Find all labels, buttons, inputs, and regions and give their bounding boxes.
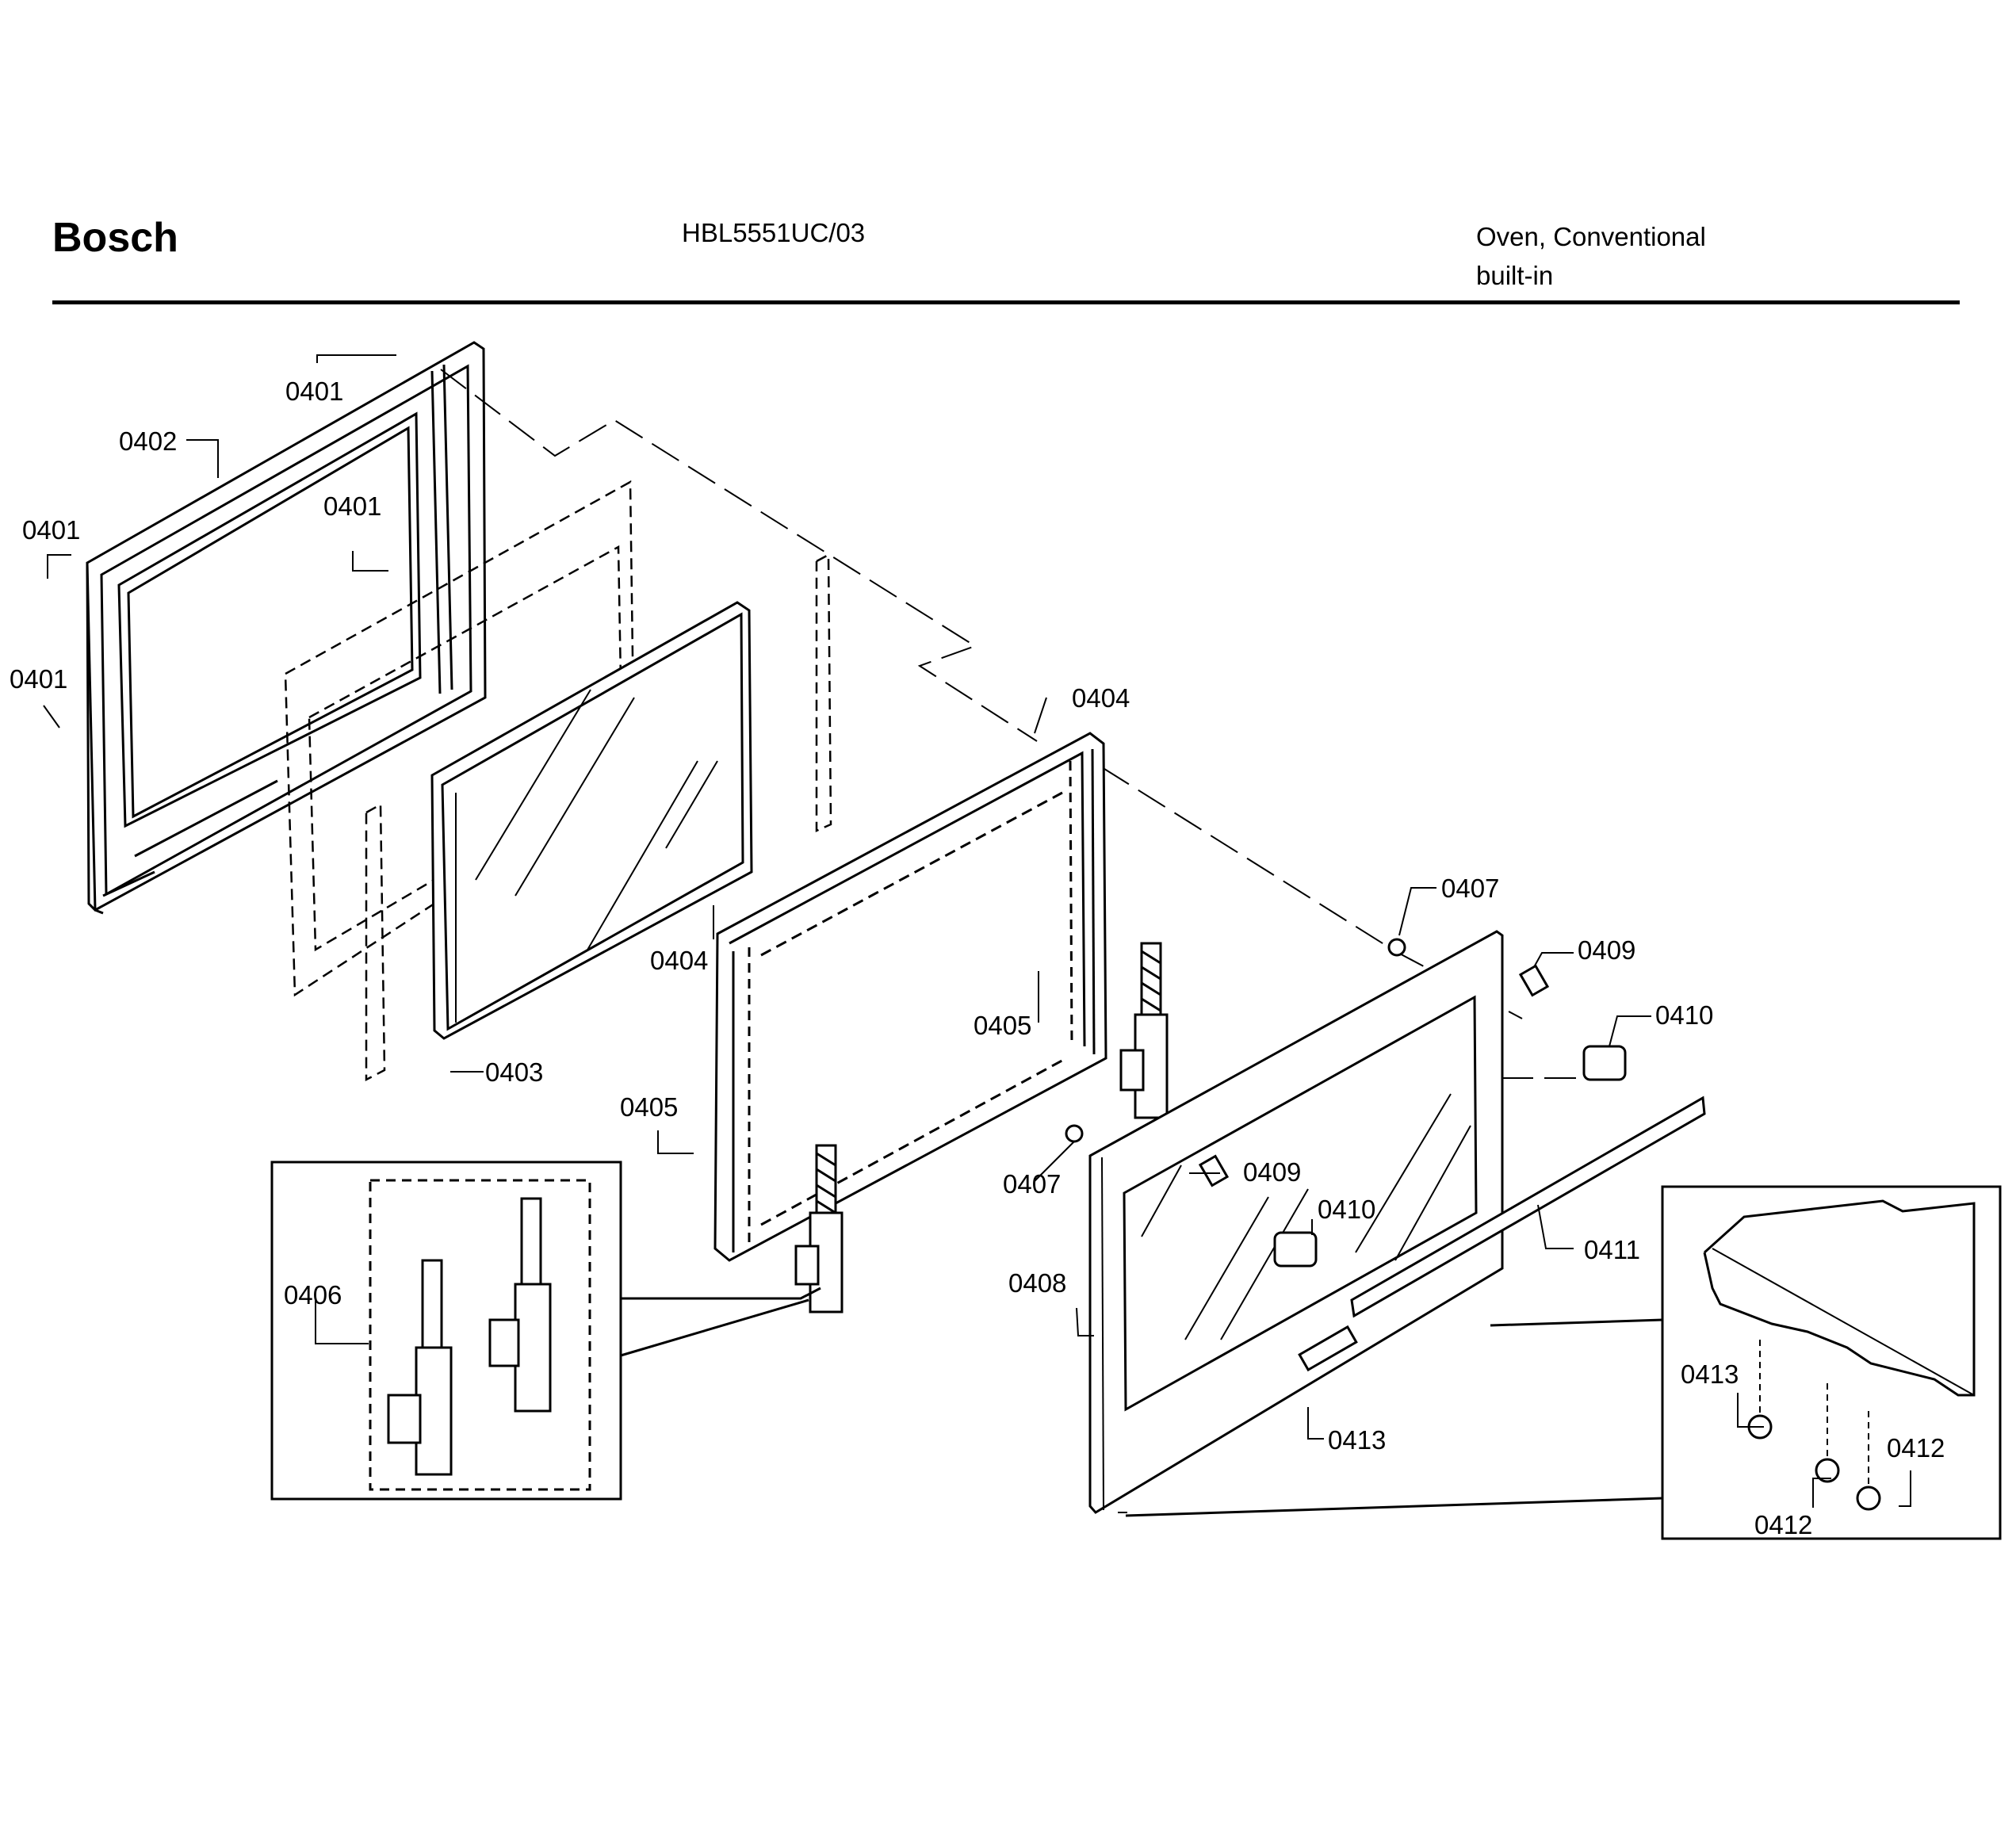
label-0412-right: 0412 (1887, 1433, 1945, 1463)
header-divider (52, 300, 1960, 304)
label-0413-inset: 0413 (1681, 1359, 1739, 1389)
label-0405-left: 0405 (620, 1092, 678, 1122)
label-0409-right: 0409 (1578, 935, 1635, 965)
door-handle (1065, 938, 1706, 1318)
label-0404-left: 0404 (650, 946, 708, 975)
label-0401-left-upper: 0401 (22, 515, 80, 545)
label-0411: 0411 (1584, 1235, 1640, 1264)
leader-lines (43, 354, 1911, 1513)
label-0404-top: 0404 (1072, 683, 1130, 713)
model-number: HBL5551UC/03 (682, 218, 866, 247)
inner-door-frame (86, 341, 487, 915)
label-0405-right: 0405 (974, 1011, 1031, 1040)
label-0402: 0402 (119, 426, 177, 456)
label-0403: 0403 (485, 1057, 543, 1087)
hinge-left (794, 1144, 844, 1314)
label-0401-left-lower: 0401 (10, 664, 67, 694)
category-line-1: Oven, Conventional (1476, 222, 1706, 251)
label-0410-right: 0410 (1655, 1000, 1713, 1030)
label-0406: 0406 (284, 1280, 342, 1310)
hinge-right (1119, 942, 1169, 1119)
label-0412-bottom: 0412 (1754, 1510, 1812, 1539)
label-0407-left: 0407 (1003, 1169, 1061, 1199)
label-0408: 0408 (1008, 1268, 1066, 1298)
label-0410-left: 0410 (1318, 1195, 1375, 1224)
label-0401-mid: 0401 (323, 491, 381, 521)
label-0407-top: 0407 (1441, 874, 1499, 903)
brand-name: Bosch (52, 215, 178, 261)
label-0413-door: 0413 (1328, 1425, 1386, 1455)
label-0409-left: 0409 (1243, 1157, 1301, 1187)
label-0401-top: 0401 (285, 377, 343, 406)
glass-pane (430, 601, 753, 1040)
part-labels: 0401 0402 0401 0401 0401 0403 0404 0404 … (10, 377, 1945, 1539)
outer-door (1088, 930, 1504, 1514)
category-line-2: built-in (1476, 261, 1554, 290)
screw-detail-inset (1125, 1185, 2002, 1540)
door-support-frame (713, 732, 1107, 1262)
product-category: Oven, Conventional built-in (1476, 217, 1706, 295)
hinge-detail-inset (270, 1161, 821, 1501)
